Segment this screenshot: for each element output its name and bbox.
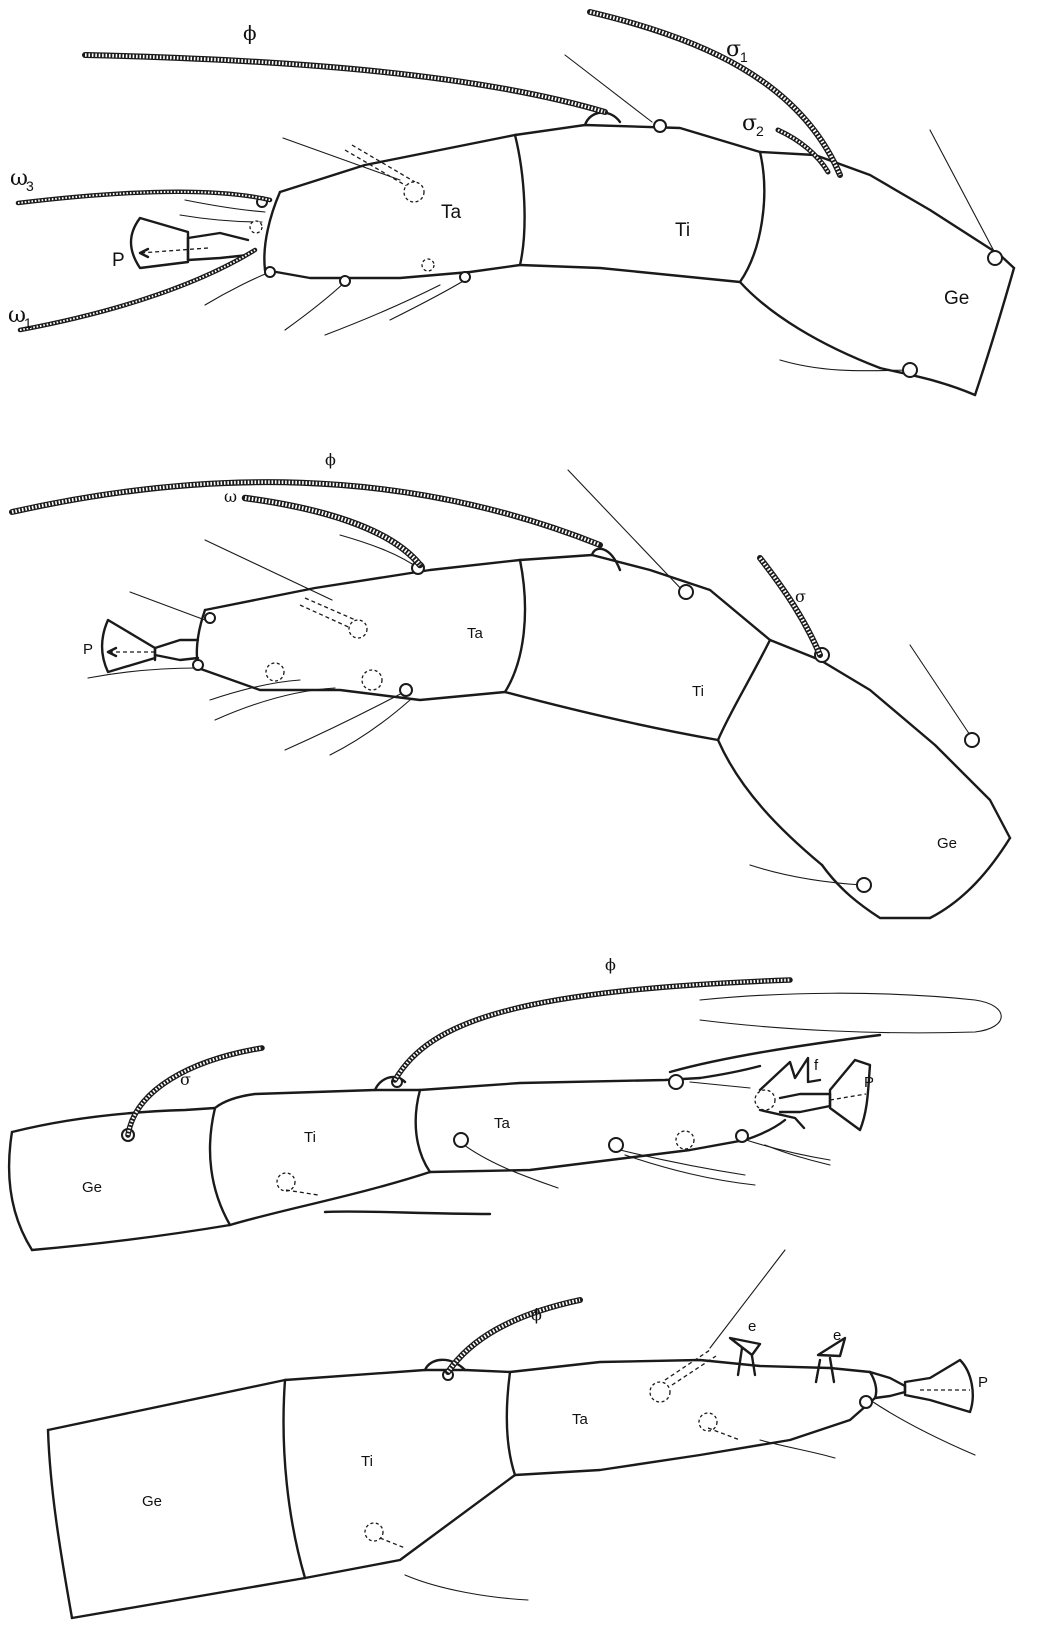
panel-3-tibia-label: Ti — [304, 1129, 316, 1146]
panel-4-pretarsus-label: P — [978, 1374, 988, 1391]
sigma-solenidion-banding — [128, 1048, 262, 1135]
panel-3-tarsus-outline — [420, 1066, 785, 1172]
panel-4-tibia-outline — [285, 1370, 515, 1578]
panel-2-pretarsus-label: P — [83, 641, 93, 658]
svg-text:σ: σ — [726, 37, 741, 62]
svg-text:1: 1 — [740, 49, 748, 65]
panel-2: Ta Ti Ge P ϕ ω σ — [12, 450, 1010, 918]
sigma1-solenidion-banding — [590, 12, 840, 175]
panel-2-pretarsus — [102, 620, 198, 672]
panel-3-pretarsus-label: P — [864, 1074, 874, 1091]
panel-2-internal-dashed — [266, 598, 382, 690]
panel-4-e-label-1: e — [748, 1318, 756, 1335]
panel-1-tarsus-label: Ta — [441, 202, 462, 223]
panel-2-genu-label: Ge — [937, 835, 957, 852]
omega-solenidion — [245, 498, 420, 565]
panel-1-genu-outline — [740, 152, 1014, 395]
panel-4-e-structure-1 — [730, 1338, 760, 1375]
panel-2-tibia-outline — [505, 555, 770, 740]
panel-4-pretarsus — [870, 1360, 973, 1412]
phi-solenidion-banding — [395, 980, 790, 1080]
panel-4-e-label-2: e — [833, 1327, 841, 1344]
panel-3-phi-label: ϕ — [605, 955, 616, 974]
phi-solenidion-banding — [448, 1300, 580, 1372]
panel-3: Ge Ti Ta P f ϕ σ — [9, 955, 1001, 1250]
panel-3-setae — [325, 1082, 830, 1214]
panel-2-genu-outline — [718, 640, 1010, 918]
sigma1-solenidion — [590, 12, 840, 175]
panel-4-genu-label: Ge — [142, 1493, 162, 1510]
panel-3-sockets — [122, 1075, 748, 1152]
panel-4-setae — [405, 1250, 975, 1600]
phi-solenidion-banding — [12, 482, 600, 545]
phi-solenidion — [85, 55, 605, 112]
panel-1-setae — [180, 55, 996, 371]
panel-4-solenidia — [448, 1300, 580, 1372]
panel-4-tarsus-label: Ta — [572, 1411, 589, 1428]
panel-1-omega3-label: ω 3 — [10, 166, 34, 194]
panel-4-genu-outline — [48, 1380, 305, 1618]
panel-4-e-structure-2 — [816, 1338, 845, 1382]
panel-3-genu-outline — [9, 1108, 230, 1250]
panel-1: Ta Ti Ge P ϕ σ 1 σ 2 ω 3 ω 1 — [8, 12, 1014, 395]
panel-1-sigma1-label: σ 1 — [726, 37, 748, 65]
panel-3-tibia-outline — [215, 1090, 430, 1225]
panel-1-pretarsus — [131, 218, 248, 268]
panel-1-internal-dashed — [250, 145, 434, 271]
panel-4-tarsus-outline — [510, 1360, 876, 1475]
svg-text:σ: σ — [742, 111, 757, 136]
panel-2-sigma-label: σ — [795, 587, 806, 606]
panel-1-pretarsus-label: P — [112, 250, 125, 271]
panel-3-tarsus-label: Ta — [494, 1115, 511, 1132]
panel-3-f-label: f — [814, 1057, 819, 1074]
panel-4-phi-label: ϕ — [531, 1305, 542, 1324]
panel-3-genu-label: Ge — [82, 1179, 102, 1196]
panel-4-internal-dashed — [365, 1350, 740, 1548]
omega-solenidion-banding — [245, 498, 420, 565]
panel-1-sigma2-label: σ 2 — [742, 111, 764, 139]
panel-2-tibia-label: Ti — [692, 683, 704, 700]
svg-text:2: 2 — [756, 123, 764, 139]
panel-3-sigma-label: σ — [180, 1070, 191, 1089]
panel-4: Ge Ti Ta P e e ϕ — [48, 1250, 988, 1618]
svg-text:1: 1 — [24, 315, 32, 331]
panel-1-sockets — [257, 120, 1002, 377]
panel-1-tibia-outline — [515, 125, 764, 282]
panel-1-tibia-label: Ti — [675, 220, 690, 241]
svg-text:ϕ: ϕ — [243, 21, 257, 45]
phi-solenidion — [448, 1300, 580, 1372]
phi-solenidion-banding — [85, 55, 605, 112]
panel-3-internal-dashed — [277, 1090, 775, 1195]
panel-2-setae — [88, 470, 972, 885]
panel-2-sockets — [193, 562, 979, 892]
panel-1-tarsus-outline — [264, 135, 520, 278]
panel-2-phi-label: ϕ — [325, 450, 336, 469]
panel-3-large-seta — [670, 993, 1001, 1072]
panel-1-genu-label: Ge — [944, 288, 969, 309]
panel-2-omega-label: ω — [224, 487, 237, 506]
panel-4-tibia-label: Ti — [361, 1453, 373, 1470]
sigma-solenidion — [128, 1048, 262, 1135]
panel-1-solenidia — [18, 12, 840, 330]
panel-2-tarsus-label: Ta — [467, 625, 484, 642]
panel-1-phi-label: ϕ — [243, 21, 257, 45]
panel-1-omega1-label: ω 1 — [8, 303, 32, 331]
svg-text:3: 3 — [26, 178, 34, 194]
panel-3-solenidia — [128, 980, 790, 1135]
